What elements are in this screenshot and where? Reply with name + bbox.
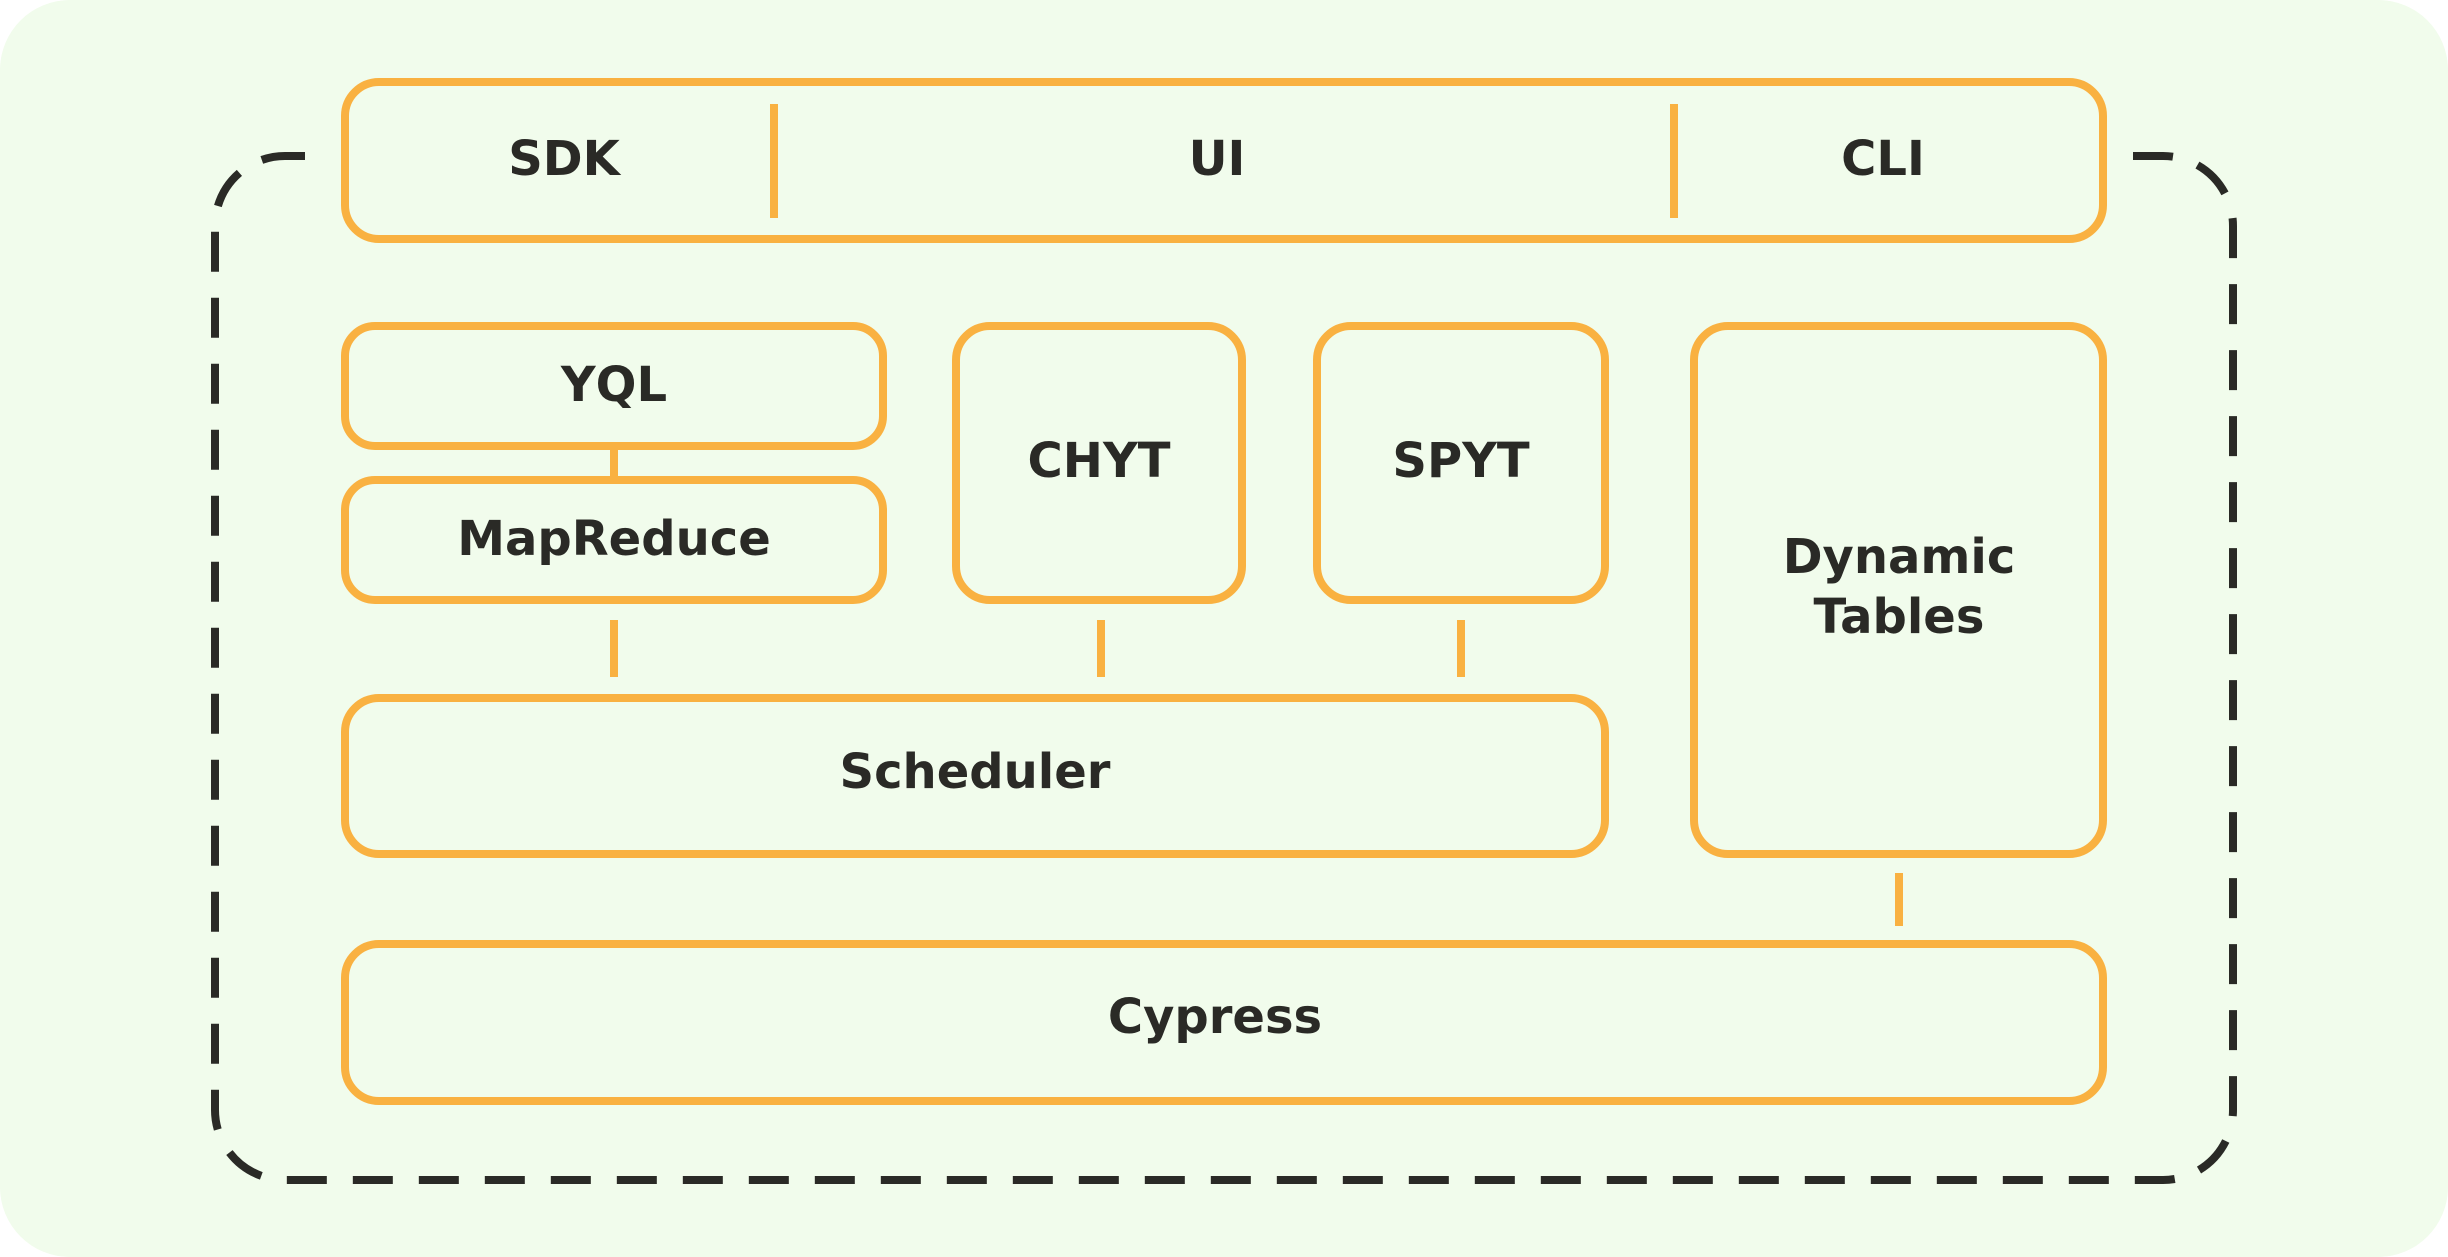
chyt-label: CHYT [1028, 433, 1171, 489]
dynamic-tables-label-line1: Dynamic [1783, 529, 2016, 585]
cypress-node: Cypress [341, 940, 2107, 1105]
dynamic-tables-label-line2: Tables [1814, 589, 1985, 645]
cypress-box [341, 940, 2107, 1105]
scheduler-label: Scheduler [840, 744, 1111, 800]
spyt-node: SPYT [1313, 322, 1609, 604]
yql-label: YQL [560, 357, 667, 413]
mapreduce-box [341, 476, 887, 604]
dynamic-tables-node: Dynamic Tables [1690, 322, 2107, 858]
cypress-label: Cypress [1108, 989, 1322, 1045]
dynamic-tables-box [1690, 322, 2107, 858]
ui-label: UI [1189, 131, 1246, 187]
boundary-gap-mask [305, 140, 2133, 176]
spyt-label: SPYT [1392, 433, 1530, 489]
scheduler-node: Scheduler [341, 694, 1609, 858]
cli-label: CLI [1841, 131, 1925, 187]
mapreduce-node: MapReduce [341, 476, 887, 604]
yql-node: YQL [341, 322, 887, 450]
interfaces-bar: SDK UI CLI [341, 78, 2107, 243]
sdk-label: SDK [508, 131, 621, 187]
chyt-box [952, 322, 1246, 604]
mapreduce-label: MapReduce [457, 511, 771, 567]
spyt-box [1313, 322, 1609, 604]
chyt-node: CHYT [952, 322, 1246, 604]
scheduler-box [341, 694, 1609, 858]
interfaces-bar-frame [341, 78, 2107, 243]
